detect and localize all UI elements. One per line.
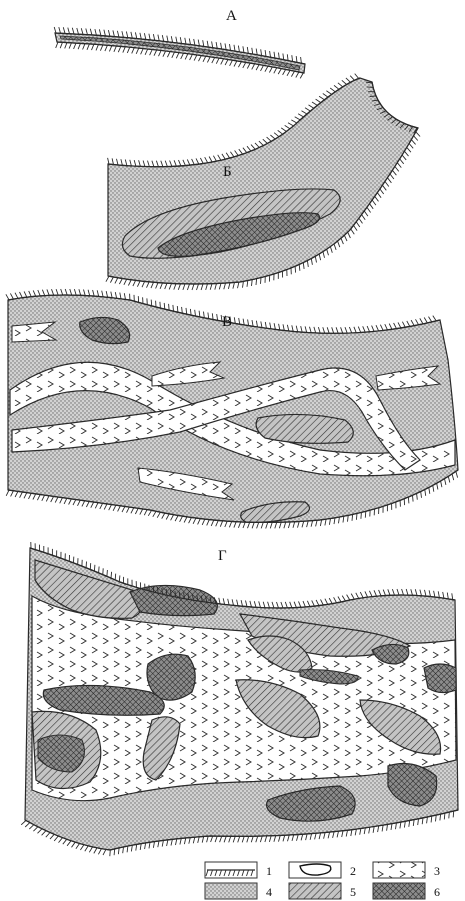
panel-b — [106, 74, 420, 290]
panel-g-label: Г — [218, 548, 227, 564]
legend-number-5: 5 — [350, 885, 356, 899]
legend-item-4: 4 — [205, 883, 272, 899]
panel-g-cross-right — [424, 664, 456, 693]
panel-v-hatched-lens-1 — [256, 414, 353, 443]
legend: 1 2 3 4 5 6 — [205, 862, 440, 899]
panel-v-label: В — [222, 314, 232, 330]
panel-b-label: Б — [223, 164, 232, 180]
legend-item-2: 2 — [289, 862, 356, 878]
panel-a-label: А — [226, 8, 237, 24]
legend-number-3: 3 — [434, 864, 440, 878]
panel-g — [21, 542, 458, 856]
legend-number-6: 6 — [434, 885, 440, 899]
legend-number-1: 1 — [266, 864, 272, 878]
legend-item-3: 3 — [373, 862, 440, 878]
legend-item-5: 5 — [289, 883, 356, 899]
legend-item-1: 1 — [205, 862, 272, 878]
legend-item-6: 6 — [373, 883, 440, 899]
legend-number-2: 2 — [350, 864, 356, 878]
panel-g-cross-left — [147, 654, 195, 700]
panel-a — [54, 27, 305, 78]
legend-number-4: 4 — [266, 885, 272, 899]
